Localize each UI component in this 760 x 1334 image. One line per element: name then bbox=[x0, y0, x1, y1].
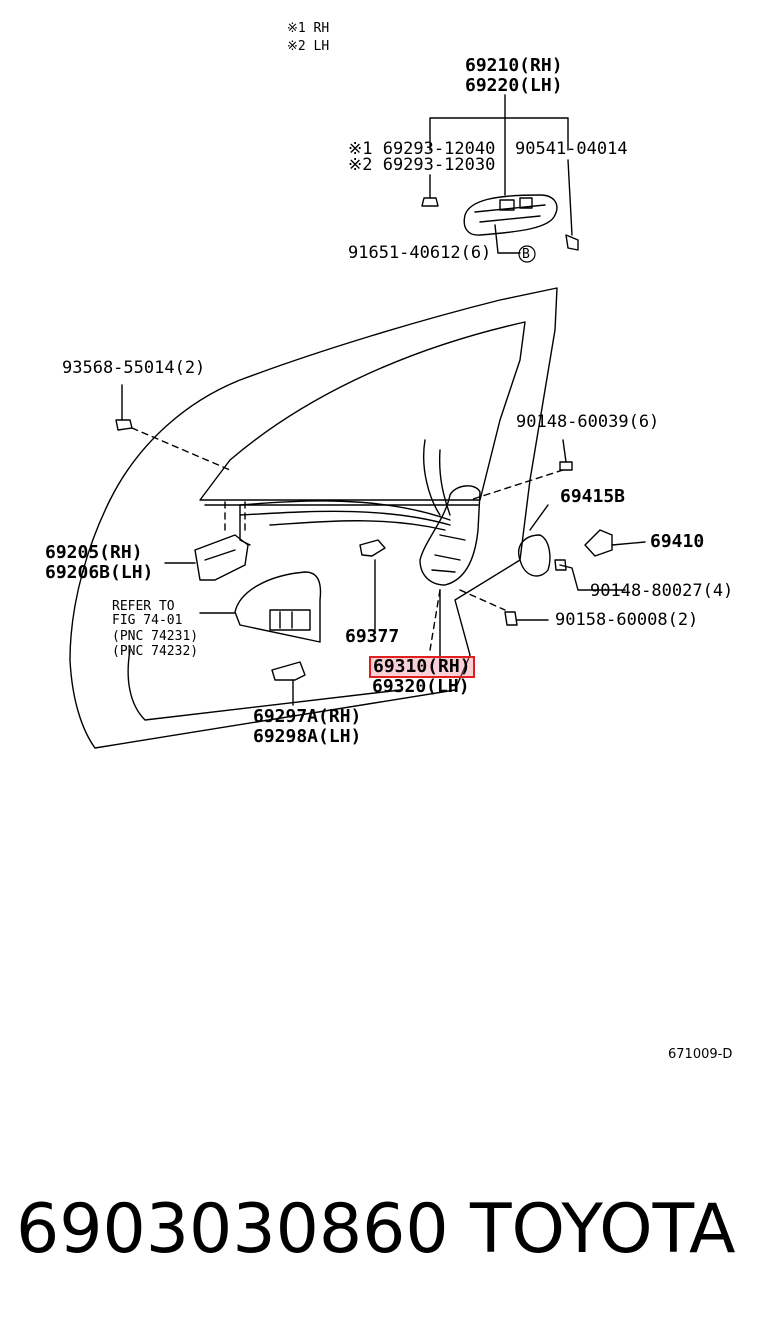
part-label-69293-12040: ※1 69293-12040 bbox=[348, 139, 496, 159]
striker bbox=[584, 529, 613, 557]
part-label-69210: 69210(RH) bbox=[465, 55, 563, 76]
door-outline bbox=[69, 287, 558, 749]
control-rods bbox=[239, 500, 451, 531]
legend-lh: ※2 LH bbox=[287, 39, 330, 54]
part-label-69410: 69410 bbox=[650, 531, 705, 552]
part-label-69206b: 69206B(LH) bbox=[45, 562, 154, 583]
part-label-69377: 69377 bbox=[345, 626, 400, 647]
part-label-69310-highlighted[interactable]: 69310(RH) bbox=[369, 656, 475, 678]
part-label-90148-80027: 90148-80027(4) bbox=[590, 581, 734, 601]
part-label-91651-40612: 91651-40612(6) bbox=[348, 243, 492, 263]
part-label-69205: 69205(RH) bbox=[45, 542, 143, 563]
refer-pnc-74232: (PNC 74232) bbox=[112, 644, 199, 659]
part-label-90148-60039: 90148-60039(6) bbox=[516, 412, 660, 432]
window-glass bbox=[199, 321, 526, 501]
part-label-69297a: 69297A(RH) bbox=[253, 706, 362, 727]
striker-cover bbox=[518, 534, 551, 577]
outside-handle bbox=[463, 194, 558, 236]
part-label-69293-12030: ※2 69293-12030 bbox=[348, 155, 496, 175]
figure-code: 671009-D bbox=[668, 1047, 733, 1062]
part-label-69320: 69320(LH) bbox=[372, 676, 470, 697]
part-label-69415b: 69415B bbox=[560, 486, 626, 507]
power-window-switch bbox=[234, 571, 322, 643]
part-label-69298a: 69298A(LH) bbox=[253, 726, 362, 747]
refer-pnc-74231: (PNC 74231) bbox=[112, 629, 199, 644]
legend-rh: ※1 RH bbox=[287, 21, 330, 36]
ref-mark-b: B bbox=[522, 247, 530, 262]
footer-brand: TOYOTA bbox=[470, 1190, 736, 1269]
part-label-90158-60008: 90158-60008(2) bbox=[555, 610, 699, 630]
part-label-69220: 69220(LH) bbox=[465, 75, 563, 96]
refer-to-label: REFER TO bbox=[112, 599, 175, 614]
inside-handle bbox=[194, 534, 249, 581]
refer-fig-label: FIG 74-01 bbox=[112, 613, 183, 628]
part-label-93568-55014: 93568-55014(2) bbox=[62, 358, 206, 378]
part-label-90541-04014: 90541-04014 bbox=[515, 139, 628, 159]
door-lock bbox=[419, 485, 481, 586]
footer-part-number: 6903030860 bbox=[16, 1190, 449, 1269]
